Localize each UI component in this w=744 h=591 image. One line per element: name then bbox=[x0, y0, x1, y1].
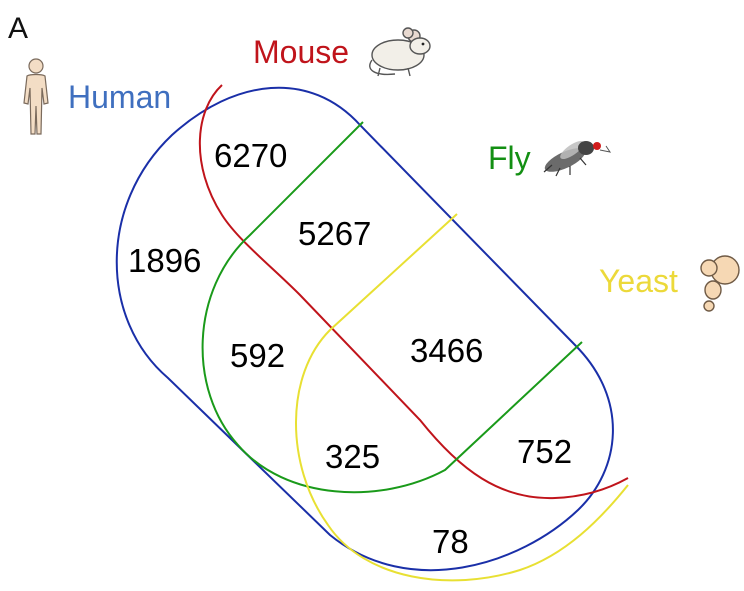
region-count-human-fly: 592 bbox=[230, 337, 285, 374]
yeast-label: Yeast bbox=[599, 263, 678, 299]
yeast-set-outline bbox=[295, 213, 629, 582]
fly-icon bbox=[543, 140, 612, 177]
mouse-set-outline bbox=[198, 84, 629, 500]
mouse-icon bbox=[369, 27, 431, 77]
human-figure-icon bbox=[23, 58, 49, 135]
region-count-right-752: 752 bbox=[517, 433, 572, 470]
fly-label: Fly bbox=[488, 140, 531, 176]
yeast-cells-icon bbox=[700, 255, 740, 312]
panel-label: A bbox=[8, 12, 28, 45]
region-count-human-fly-yeast: 325 bbox=[325, 438, 380, 475]
region-count-all-four: 3466 bbox=[410, 332, 483, 369]
fly-set-outline bbox=[201, 121, 583, 494]
region-count-human-mouse: 6270 bbox=[214, 137, 287, 174]
region-count-human-only: 1896 bbox=[128, 242, 201, 279]
human-label: Human bbox=[68, 79, 171, 115]
region-count-human-yeast: 78 bbox=[432, 523, 469, 560]
mouse-label: Mouse bbox=[253, 34, 349, 70]
region-count-human-mouse-fly: 5267 bbox=[298, 215, 371, 252]
